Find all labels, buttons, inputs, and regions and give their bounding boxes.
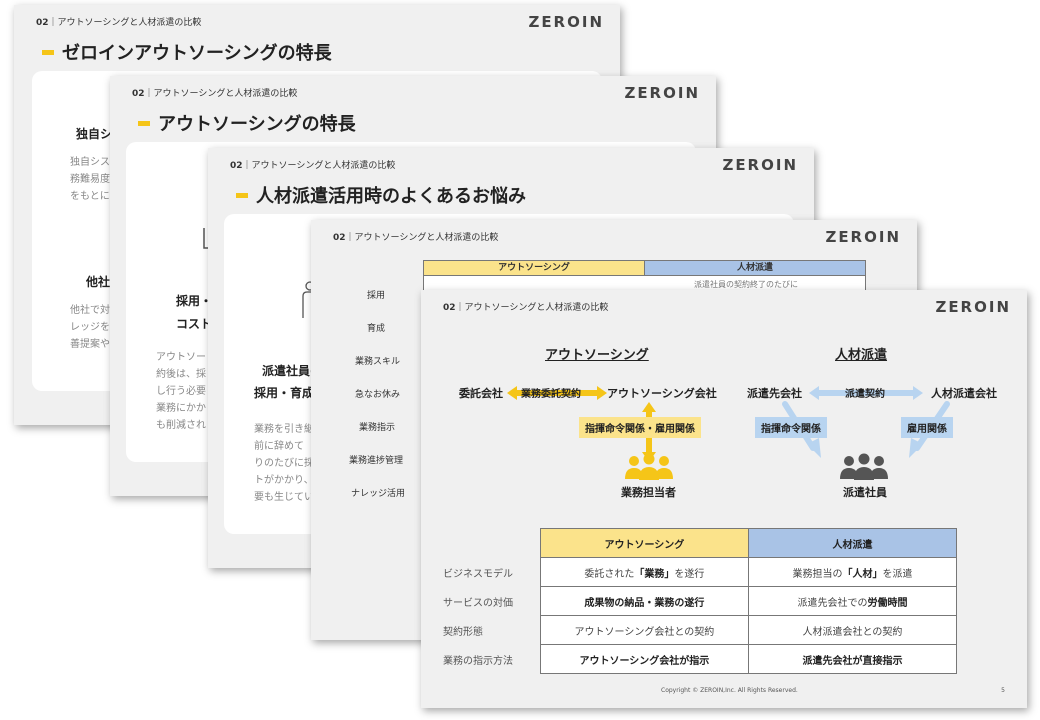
item-title: 採用・育成 <box>254 386 315 400</box>
out-contract: 業務委託契約 <box>521 389 581 400</box>
item-title: 派遣社員の <box>262 364 323 378</box>
out-staff: 業務担当者 <box>621 486 676 499</box>
header-text: ｜アウトソーシングと人材派遣の比較 <box>144 89 298 99</box>
zeroin-logo: ZEROIN <box>935 298 1011 316</box>
item-title: 採用・ <box>176 294 213 308</box>
copyright: Copyright © ZEROIN,Inc. All Rights Reser… <box>661 687 798 694</box>
table-row: ビジネスモデル 委託された「業務」を遂行 業務担当の「人材」を派遣 <box>439 557 958 587</box>
zeroin-logo: ZEROIN <box>528 13 604 31</box>
header-number: 02 <box>230 161 243 171</box>
item-line: も削減され <box>156 420 206 431</box>
people-group-icon <box>625 453 673 480</box>
out-relation-tag: 指揮命令関係・雇用関係 <box>579 417 701 438</box>
cell-outsourcing: 成果物の納品・業務の遂行 <box>539 586 749 616</box>
item-line: 業務にかか <box>156 403 206 414</box>
outsourcing-heading: アウトソーシング <box>545 348 649 363</box>
item-line: 約後は、採 <box>156 369 206 380</box>
double-arrow-icon <box>507 386 607 400</box>
row-label: 育成 <box>367 324 386 334</box>
header-text: ｜アウトソーシングと人材派遣の比較 <box>345 233 499 243</box>
double-arrow-icon <box>809 386 923 400</box>
row-label: 業務指示 <box>359 423 396 433</box>
table-row: 契約形態 アウトソーシング会社との契約 人材派遣会社との契約 <box>439 615 958 645</box>
slide-title: アウトソーシングの特長 <box>138 110 356 136</box>
cell-haken: 業務担当の「人材」を派遣 <box>747 557 958 587</box>
table-row: 業務の指示方法 アウトソーシング会社が指示 派遣先会社が直接指示 <box>439 644 958 674</box>
cell-outsourcing: アウトソーシング会社が指示 <box>539 644 749 674</box>
header-number: 02 <box>36 18 49 28</box>
header-outsourcing: アウトソーシング <box>539 528 749 558</box>
table-head-outsourcing: アウトソーシング <box>423 260 645 276</box>
header-number: 02 <box>443 303 456 313</box>
item-line: 業務を引き継 <box>254 424 314 435</box>
row-label: ナレッジ活用 <box>351 489 406 499</box>
item-line: りのたびに採 <box>254 458 314 469</box>
page-number: 5 <box>1001 687 1005 694</box>
item-line: トがかかり、 <box>254 475 314 486</box>
haken-employ-tag: 雇用関係 <box>901 417 953 438</box>
item-line: 他社で対 <box>70 305 110 316</box>
header-text: ｜アウトソーシングと人材派遣の比較 <box>48 18 202 28</box>
haken-contract: 派遣契約 <box>845 389 885 400</box>
table-head-haken: 人材派遣 <box>644 260 866 276</box>
out-client: 委託会社 <box>459 387 503 400</box>
header-number: 02 <box>333 233 346 243</box>
cell-haken: 人材派遣会社との契約 <box>747 615 958 645</box>
slide-5: 02｜アウトソーシングと人材派遣の比較 ZEROIN アウトソーシング 人材派遣… <box>421 290 1027 708</box>
people-group-icon <box>840 453 888 480</box>
item-line: 善提案や <box>70 339 110 350</box>
cell-haken: 派遣先会社が直接指示 <box>747 644 958 674</box>
item-title: 独自シ <box>76 127 113 141</box>
slide-title: 人材派遣活用時のよくあるお悩み <box>236 182 526 208</box>
row-label: サービスの対価 <box>443 597 513 609</box>
cell-haken: 派遣先会社での労働時間 <box>747 586 958 616</box>
haken-heading: 人材派遣 <box>835 348 888 363</box>
header-text: ｜アウトソーシングと人材派遣の比較 <box>242 161 396 171</box>
haken-company: 人材派遣会社 <box>931 387 997 400</box>
item-title: 他社 <box>86 275 111 289</box>
row-label: ビジネスモデル <box>443 568 513 580</box>
item-title: コスト <box>176 317 213 331</box>
header-text: ｜アウトソーシングと人材派遣の比較 <box>455 303 609 313</box>
out-company: アウトソーシング会社 <box>607 387 717 400</box>
row-label: 業務進捗管理 <box>349 456 404 466</box>
row-label: 契約形態 <box>443 626 483 638</box>
item-line: 前に辞めて <box>254 441 304 452</box>
zeroin-logo: ZEROIN <box>825 228 901 246</box>
item-line: をもとに <box>70 191 110 202</box>
haken-command-tag: 指揮命令関係 <box>755 417 827 438</box>
row-label: 業務スキル <box>355 357 401 367</box>
zeroin-logo: ZEROIN <box>722 156 798 174</box>
cell-outsourcing: アウトソーシング会社との契約 <box>539 615 749 645</box>
haken-staff: 派遣社員 <box>843 486 887 499</box>
row-label: 採用 <box>367 291 386 301</box>
item-line: レッジを <box>70 322 110 333</box>
item-line: 要も生じてい <box>254 492 314 503</box>
haken-client: 派遣先会社 <box>747 387 802 400</box>
item-line: 独自シス <box>70 157 110 168</box>
comparison-table: アウトソーシング 人材派遣 ビジネスモデル 委託された「業務」を遂行 業務担当の… <box>439 528 958 674</box>
zeroin-logo: ZEROIN <box>624 84 700 102</box>
table-header-row: アウトソーシング 人材派遣 <box>439 528 958 558</box>
item-line: し行う必要 <box>156 386 206 397</box>
cell-outsourcing: 委託された「業務」を遂行 <box>539 557 749 587</box>
item-line: アウトソー <box>156 352 206 363</box>
header-haken: 人材派遣 <box>747 528 958 558</box>
row-label: 業務の指示方法 <box>443 655 513 667</box>
row-label: 急なお休み <box>355 390 401 400</box>
slide-title: ゼロインアウトソーシングの特長 <box>42 39 332 65</box>
header-number: 02 <box>132 89 145 99</box>
item-line: 務難易度 <box>70 174 110 185</box>
table-row: サービスの対価 成果物の納品・業務の遂行 派遣先会社での労働時間 <box>439 586 958 616</box>
